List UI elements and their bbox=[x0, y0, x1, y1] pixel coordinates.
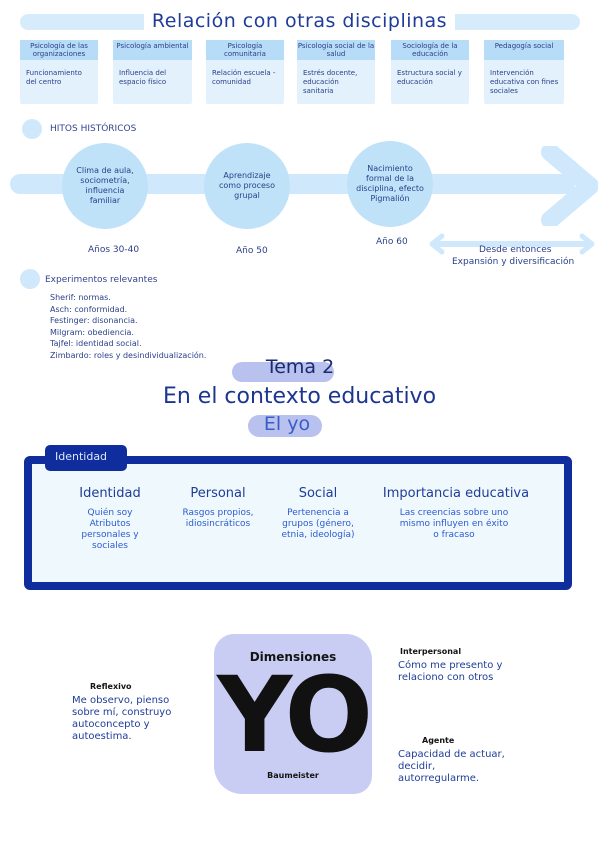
discipline-card: Pedagogía social Intervención educativa … bbox=[484, 40, 564, 104]
tema-highlight bbox=[232, 362, 334, 382]
year-label: Años 30-40 bbox=[88, 245, 140, 255]
identity-col-title: Identidad bbox=[79, 486, 141, 501]
double-arrow-icon bbox=[429, 233, 595, 255]
experiment-item: Tajfel: identidad social. bbox=[50, 339, 142, 348]
experiments-list: Sherif: normas. Asch: conformidad. Festi… bbox=[50, 292, 206, 361]
milestone-text: Clima de aula, sociometría, influencia f… bbox=[76, 166, 134, 205]
identity-col-text: Pertenencia a grupos (género, etnia, ide… bbox=[281, 508, 355, 540]
timeline-arrow-icon bbox=[541, 146, 598, 226]
agente-title: Agente bbox=[422, 736, 455, 745]
discipline-title: Psicología comunitaria bbox=[206, 40, 284, 60]
hitos-heading: HITOS HISTÓRICOS bbox=[50, 124, 137, 134]
agente-text: Capacidad de actuar, decidir, autorregul… bbox=[398, 749, 505, 784]
year-label: Año 60 bbox=[376, 237, 408, 247]
yo-background bbox=[214, 634, 372, 794]
milestone-text: Nacimiento formal de la disciplina, efec… bbox=[356, 164, 424, 203]
experiment-item: Sherif: normas. bbox=[50, 293, 111, 302]
experiments-heading: Experimentos relevantes bbox=[45, 275, 158, 285]
identity-tab: Identidad bbox=[45, 445, 127, 471]
discipline-desc: Influencia del espacio físico bbox=[119, 69, 167, 86]
section-title: En el contexto educativo bbox=[162, 384, 437, 409]
discipline-card: Psicología social de la salud Estrés doc… bbox=[297, 40, 375, 104]
interpersonal-title: Interpersonal bbox=[400, 647, 462, 656]
discipline-desc: Relación escuela - comunidad bbox=[212, 69, 276, 86]
identity-col-text: Rasgos propios, idiosincráticos bbox=[182, 508, 254, 529]
section-subtitle: El yo bbox=[263, 413, 311, 435]
yo-letters: YO bbox=[216, 654, 373, 776]
discipline-card: Psicología de las organizaciones Funcion… bbox=[20, 40, 98, 104]
discipline-desc: Estructura social y educación bbox=[397, 69, 462, 86]
page-title: Relación con otras disciplinas bbox=[0, 10, 599, 32]
discipline-title: Psicología ambiental bbox=[113, 40, 192, 60]
experiment-item: Asch: conformidad. bbox=[50, 304, 128, 314]
discipline-desc: Estrés docente, educación sanitaria bbox=[303, 69, 358, 95]
milestone-bubble: Aprendizaje como proceso grupal bbox=[204, 143, 290, 229]
identity-col-title: Social bbox=[298, 486, 338, 501]
year-label: Año 50 bbox=[236, 246, 268, 256]
discipline-title: Psicología social de la salud bbox=[297, 40, 375, 60]
discipline-title: Sociología de la educación bbox=[391, 40, 469, 60]
bullet-dot bbox=[22, 119, 42, 139]
discipline-title: Pedagogía social bbox=[484, 40, 564, 60]
since-text: Expansión y diversificación bbox=[452, 257, 575, 267]
timeline-bar bbox=[10, 174, 575, 194]
discipline-card: Sociología de la educación Estructura so… bbox=[391, 40, 469, 104]
identity-col-title: Personal bbox=[190, 486, 246, 501]
discipline-card: Psicología comunitaria Relación escuela … bbox=[206, 40, 284, 104]
discipline-desc: Intervención educativa con fines sociale… bbox=[490, 69, 559, 95]
bullet-dot bbox=[20, 269, 40, 289]
author-label: Baumeister bbox=[267, 771, 319, 780]
identity-col-title: Importancia educativa bbox=[382, 486, 530, 501]
discipline-title: Psicología de las organizaciones bbox=[20, 40, 98, 60]
discipline-desc: Funcionamiento del centro bbox=[26, 69, 82, 86]
milestone-text: Aprendizaje como proceso grupal bbox=[219, 171, 275, 200]
identity-col-text: Quién soy Atributos personales y sociale… bbox=[81, 508, 139, 551]
dimensions-label: Dimensiones bbox=[249, 650, 337, 664]
since-label: Desde entonces bbox=[479, 245, 552, 255]
tema-label: Tema 2 bbox=[265, 356, 335, 378]
milestone-bubble: Nacimiento formal de la disciplina, efec… bbox=[347, 141, 433, 227]
reflexivo-title: Reflexivo bbox=[90, 682, 132, 691]
experiment-item: Festinger: disonancia. bbox=[50, 316, 138, 325]
subtitle-highlight bbox=[248, 415, 322, 437]
interpersonal-text: Cómo me presento y relaciono con otros bbox=[398, 660, 503, 683]
milestone-bubble: Clima de aula, sociometría, influencia f… bbox=[62, 143, 148, 229]
reflexivo-text: Me observo, pienso sobre mí, construyo a… bbox=[72, 695, 172, 742]
identity-col-text: Las creencias sobre uno mismo influyen e… bbox=[399, 508, 509, 540]
experiment-item: Zimbardo: roles y desindividualización. bbox=[50, 350, 207, 360]
experiment-item: Milgram: obediencia. bbox=[50, 327, 134, 337]
discipline-card: Psicología ambiental Influencia del espa… bbox=[113, 40, 192, 104]
identity-box bbox=[24, 456, 572, 590]
